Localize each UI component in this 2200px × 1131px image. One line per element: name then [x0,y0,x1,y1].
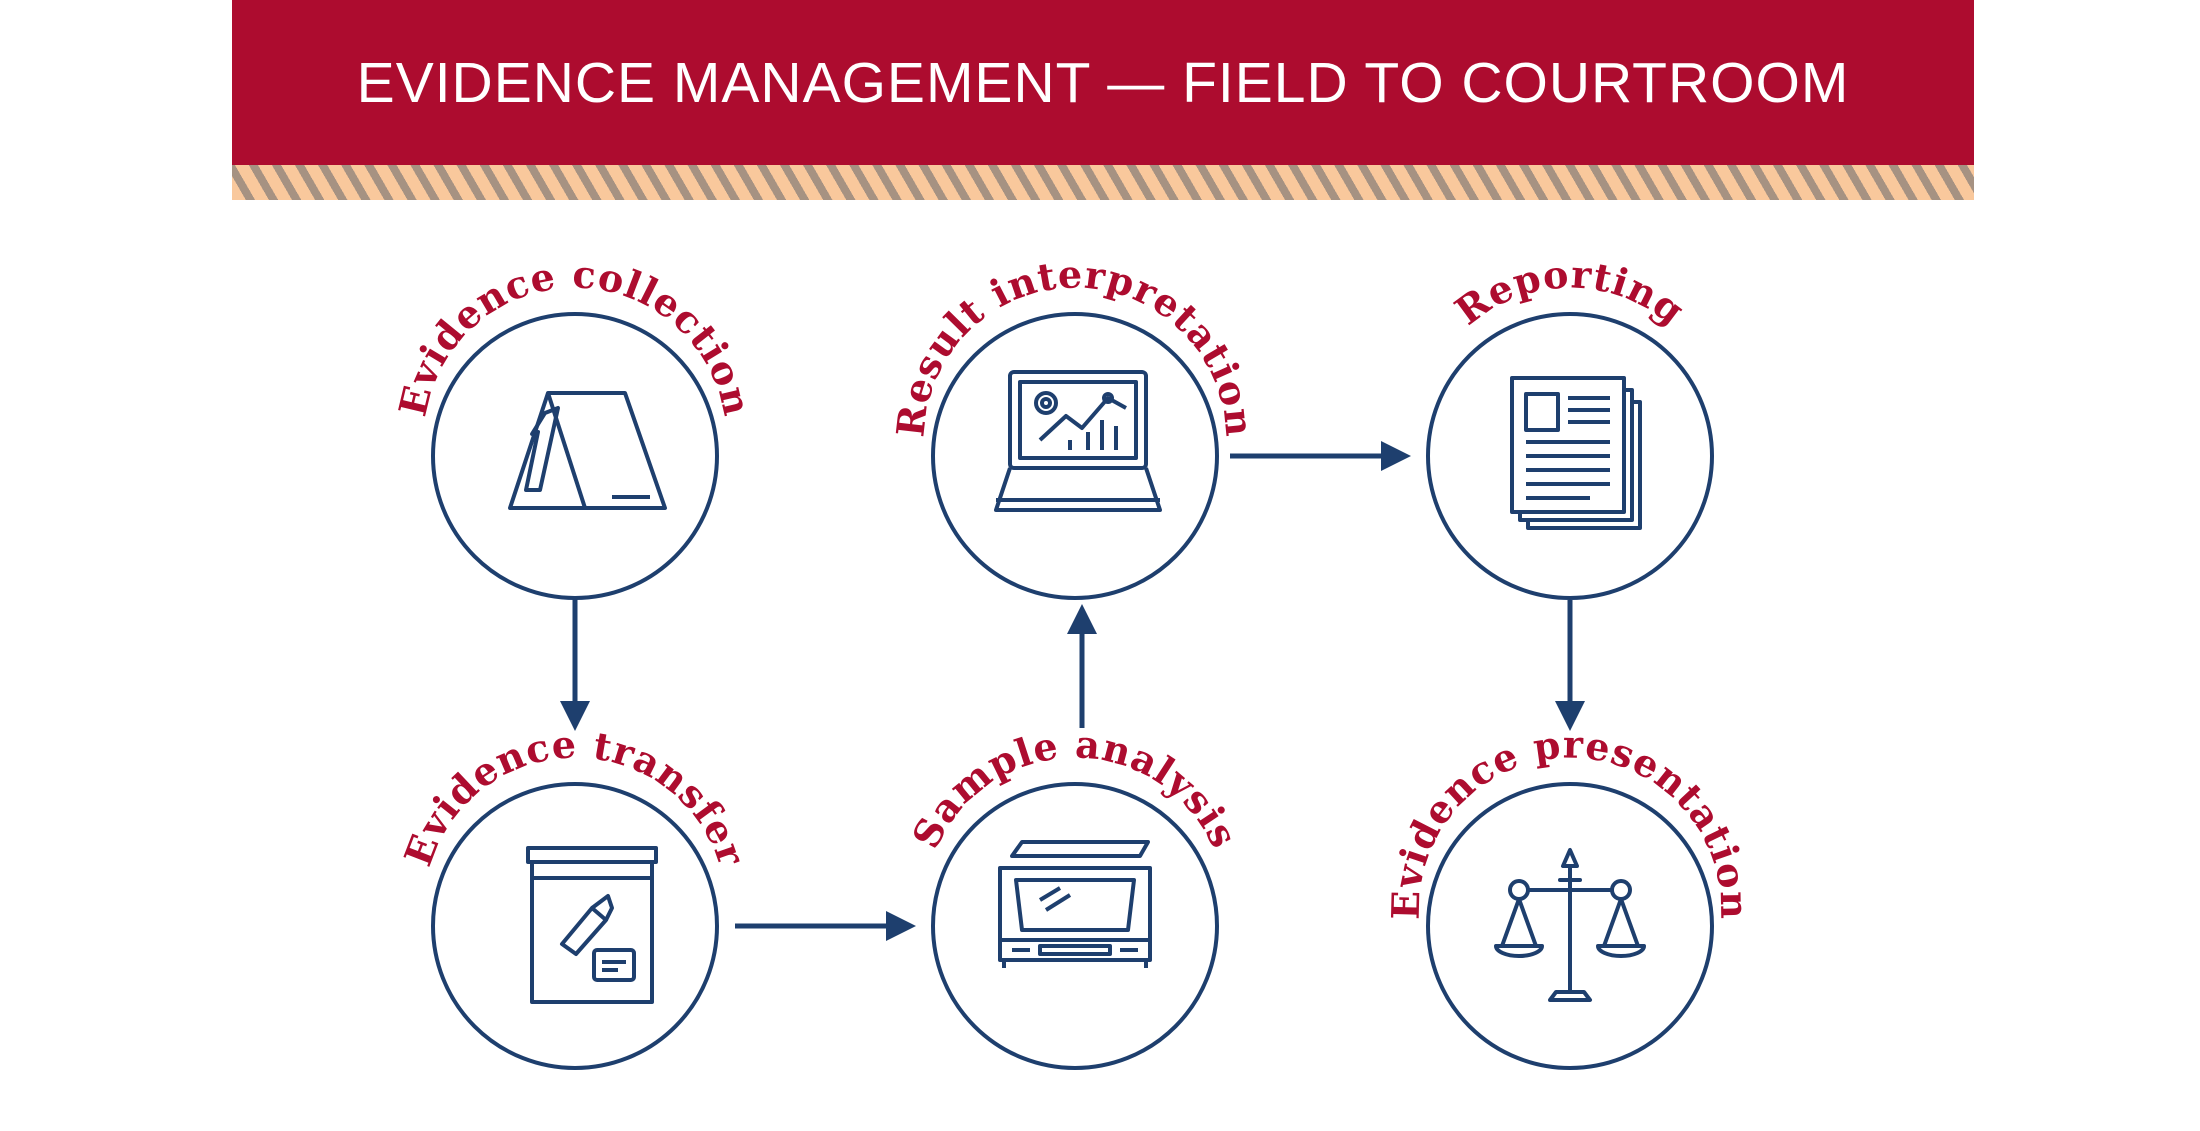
node-ring [931,782,1219,1070]
step-sample-analysis: Sample analysis [903,721,1246,1070]
step-result-interpretation: Result interpretation [887,251,1262,600]
documents-icon [1510,376,1642,530]
title-banner: EVIDENCE MANAGEMENT — FIELD TO COURTROOM [232,0,1974,165]
step-evidence-presentation: Evidence presentation [1383,721,1756,1070]
step-evidence-transfer: Evidence transfer [395,721,754,1070]
page-title: EVIDENCE MANAGEMENT — FIELD TO COURTROOM [356,50,1850,115]
evidence-marker-icon [508,391,667,510]
step-evidence-collection: Evidence collection [390,251,759,600]
evidence-bag-icon [526,846,658,1004]
decorative-stripe [232,165,1974,200]
step-reporting: Reporting [1426,251,1714,600]
scanner-icon [998,840,1152,968]
scales-of-justice-icon [1494,848,1646,1002]
laptop-analytics-icon [994,370,1162,512]
node-ring [431,312,719,600]
